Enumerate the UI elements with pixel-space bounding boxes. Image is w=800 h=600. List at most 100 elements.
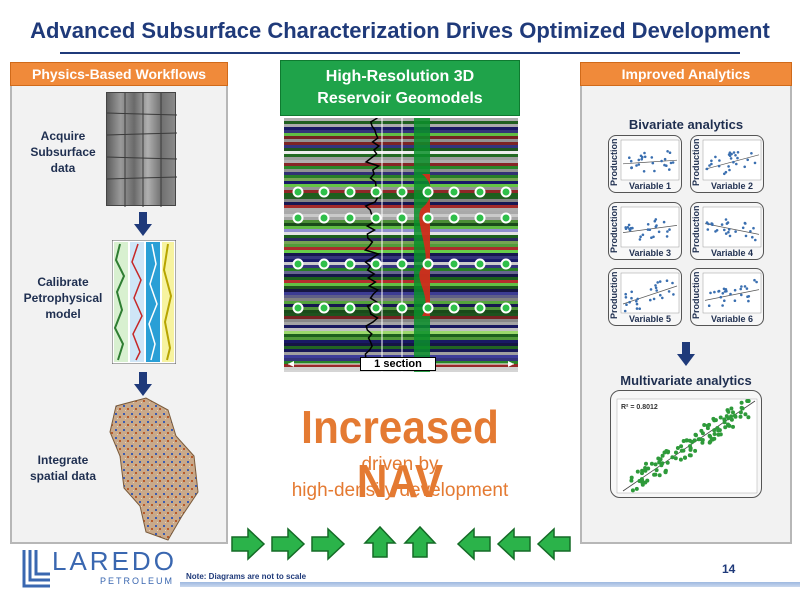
geomodel-layer [284,124,518,127]
scatter-point [658,280,662,283]
scatter-point [740,285,743,288]
right-arrow-icon [311,527,346,561]
scatter-point [741,226,745,230]
scatter-point [624,292,627,296]
scatter-point [639,235,642,238]
geomodel-layer [284,280,518,283]
scatter-point [688,446,693,451]
scatter-point [636,297,639,301]
geomodel-layer [284,325,518,328]
scatter-point [738,410,743,415]
scatter-point [626,226,630,229]
geomodel-layer [284,130,518,133]
scatter-point [745,287,749,290]
trend-line [622,159,678,165]
trend-line [704,154,760,170]
scatter-point [628,300,631,304]
scatter-point [628,156,631,159]
scatter-point [654,225,658,229]
scatter-point [630,296,633,300]
scatter-point [653,169,656,173]
scatter-point [630,166,633,169]
scatter-point [723,425,728,430]
scatter-point [655,289,658,292]
section-label: 1 section [360,357,436,371]
down-arrow-icon [134,372,152,396]
scatter-point [665,235,669,238]
scatter-point [629,475,634,480]
scatter-point [717,164,721,168]
scatter-point [710,159,713,163]
page-title: Advanced Subsurface Characterization Dri… [30,18,770,43]
scatter-point [735,162,738,166]
geomodel-layer [284,118,518,121]
geomodel-layer [284,355,518,358]
scatter-point [710,162,713,166]
logo-text: LAREDO [52,546,177,576]
geomodel-layer [284,229,518,232]
well-marker [318,186,330,198]
geomodel-layer [284,328,518,331]
scatter-point [639,154,643,158]
scatter-point [707,304,711,307]
scatter-point [718,432,723,437]
scatter-point [731,410,735,415]
scatter-point [665,164,668,167]
spatial-data-map-icon [109,397,199,541]
scatter-point [640,482,645,487]
scatter-point [650,156,654,159]
geomodel-section-view [284,118,518,372]
scatter-point [628,228,632,232]
geomodel-layer [284,343,518,346]
geomodel-layer [284,316,518,319]
scatter-point [681,448,686,453]
scatter-point [729,157,733,160]
scatter-point [729,406,734,411]
well-marker [448,302,460,314]
scatter-point [635,299,638,303]
scatter-point [629,159,633,163]
scatter-point [732,413,737,418]
scatter-point [739,287,742,291]
geomodel-layer [284,232,518,235]
scatter-point [722,417,727,422]
logo-mark-icon [22,550,50,588]
well-marker [474,186,486,198]
scatter-point [623,309,627,313]
scatter-point [705,423,710,428]
geomodel-layer [284,241,518,244]
scatter-point [624,296,628,299]
scatter-point [661,296,664,300]
geomodel-layer [284,196,518,199]
scatter-point [672,293,675,296]
well-marker [422,258,434,270]
scatter-point [663,157,667,161]
logo-subtext: PETROLEUM [100,576,175,586]
scatter-point [708,434,713,439]
scatter-point [714,155,717,159]
geomodel-layer [284,283,518,286]
scatter-point [702,423,707,427]
scatter-point [725,222,729,225]
scatter-point [717,289,721,293]
well-marker [500,212,512,224]
scatter-point [656,281,659,284]
down-arrow-icon [134,212,152,236]
scatter-point [637,158,641,162]
up-arrow-icon [363,525,397,558]
scatter-point [744,222,747,225]
scatter-point [743,165,746,169]
plot-area [620,206,680,248]
bivariate-chart-1: Production Variable 1 [608,135,682,193]
scatter-point [646,228,650,231]
scatter-point [627,223,631,227]
geomodel-layer [284,157,518,160]
scatter-point [652,235,655,239]
well-marker [448,212,460,224]
scatter-point [640,471,644,476]
scatter-point [653,462,658,467]
page-number: 14 [722,562,736,576]
scatter-point [696,437,701,442]
geomodel-layer [284,154,518,157]
scatter-point [713,290,716,294]
